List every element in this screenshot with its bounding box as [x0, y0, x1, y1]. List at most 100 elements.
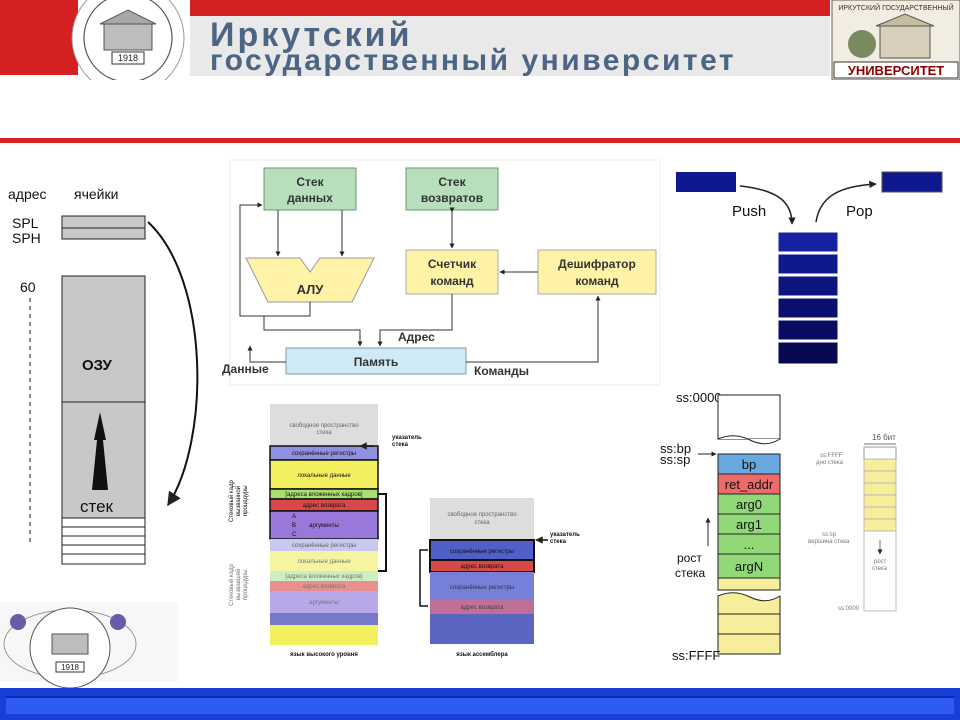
svg-text:[адреса вложенных кадров]: [адреса вложенных кадров] [285, 492, 362, 498]
svg-text:аргументы: аргументы [309, 523, 339, 529]
program-counter-box [405, 249, 499, 295]
address-60-label: 60 [20, 279, 36, 295]
commands-label: Команды [474, 364, 529, 378]
svg-text:ss:FFFF: ss:FFFF [820, 453, 843, 459]
stack-item [777, 231, 839, 253]
svg-text:argN: argN [735, 559, 763, 574]
svg-text:свободное пространство: свободное пространство [447, 512, 517, 518]
svg-text:Счетчик: Счетчик [428, 257, 477, 271]
header-red-rule [0, 138, 960, 143]
sp-curved-arrow [147, 221, 199, 507]
svg-text:сохранённые регистры: сохранённые регистры [292, 543, 356, 549]
sph-label: SPH [12, 230, 41, 246]
svg-text:рост: рост [874, 559, 887, 565]
svg-text:стека: стека [675, 566, 706, 580]
svg-text:C: C [292, 532, 297, 538]
args-hll [269, 510, 379, 540]
svg-text:адрес возврата: адрес возврата [460, 564, 504, 570]
svg-text:стека: стека [550, 539, 567, 545]
locals-hll [269, 459, 379, 490]
svg-text:16 бит: 16 бит [872, 433, 896, 442]
stack-item [777, 319, 839, 341]
svg-text:Стековый кадр: Стековый кадр [228, 480, 235, 522]
svg-text:адрес возврата: адрес возврата [302, 584, 346, 590]
stack-item [777, 297, 839, 319]
svg-text:...: ... [744, 537, 755, 552]
header-graphic: 1918 Иркутский государственный университ… [0, 0, 960, 95]
svg-text:Стек: Стек [296, 175, 324, 189]
stack-item [777, 341, 839, 365]
svg-text:локальные данные: локальные данные [297, 559, 351, 565]
svg-text:ss:FFFF: ss:FFFF [672, 648, 720, 663]
svg-text:процедуры: процедуры [243, 485, 249, 516]
ram-block [61, 275, 146, 403]
svg-text:сохранённые регистры: сохранённые регистры [292, 451, 356, 457]
cpu-architecture-diagram: Стек данных Стек возвратов АЛУ Счетчик к… [222, 159, 661, 386]
sph-cell [61, 227, 146, 240]
footer-inner-strip [6, 696, 954, 714]
svg-text:arg0: arg0 [736, 497, 762, 512]
push-label: Push [732, 203, 766, 220]
memory-box [285, 347, 467, 375]
svg-text:свободное пространство: свободное пространство [289, 423, 359, 429]
university-seal-icon: 1918 [71, 0, 185, 95]
pop-label: Pop [846, 203, 873, 220]
svg-text:вызванной: вызванной [235, 486, 242, 516]
svg-text:адрес возврата: адрес возврата [302, 503, 346, 509]
svg-text:Дешифратор: Дешифратор [558, 257, 636, 271]
alu-shape [245, 257, 375, 303]
header-title-line2: государственный университет [210, 44, 736, 77]
stack-item [777, 253, 839, 275]
header-title-line1: Иркутский [210, 16, 412, 54]
svg-text:аргументы: аргументы [309, 600, 339, 606]
svg-text:данных: данных [287, 191, 333, 205]
svg-text:Стековый кадр: Стековый кадр [228, 564, 235, 606]
svg-text:ss:0000: ss:0000 [838, 606, 860, 612]
spl-cell [61, 215, 146, 229]
free-space-hll [270, 404, 378, 446]
header-band: 1918 Иркутский государственный университ… [0, 0, 960, 95]
small-stack-diagram: 16 бит ss:FFFF дно стека ss:sp вершина с… [808, 433, 897, 612]
svg-text:arg1: arg1 [736, 517, 762, 532]
svg-text:команд: команд [575, 274, 619, 288]
svg-text:ss:bp: ss:bp [660, 441, 691, 456]
svg-text:процедуры: процедуры [243, 569, 249, 600]
header-red-left [0, 0, 78, 75]
svg-text:B: B [292, 523, 296, 529]
hll-caption: язык высокого уровня [290, 652, 358, 658]
spl-label: SPL [12, 215, 39, 231]
university-seal-bottom-icon: 1918 [0, 602, 178, 689]
svg-text:вершина стека: вершина стека [808, 539, 850, 545]
svg-text:сохранённые регистры: сохранённые регистры [450, 549, 514, 555]
svg-text:вызвавшей: вызвавшей [235, 569, 242, 600]
svg-text:A: A [292, 514, 296, 520]
stack-growth-arrow [92, 412, 108, 490]
svg-text:Стек: Стек [438, 175, 466, 189]
address-label: Адрес [398, 330, 435, 344]
stack-label: стек [80, 497, 114, 516]
svg-text:стека: стека [316, 430, 332, 436]
return-stack-box [405, 167, 499, 211]
asm-caption: язык ассемблера [456, 651, 508, 658]
push-item [676, 172, 736, 192]
data-stack-box [263, 167, 357, 211]
svg-text:1918: 1918 [118, 53, 138, 63]
svg-text:bp: bp [742, 457, 756, 472]
footer-bar [0, 688, 960, 720]
ss-segment-diagram: ss:0000 ss:bp ss:sp bp ret_addr arg0 arg… [660, 390, 781, 663]
svg-text:дно стека: дно стека [816, 460, 844, 466]
svg-text:рост: рост [677, 551, 702, 565]
svg-text:стека: стека [872, 566, 888, 572]
svg-text:ret_addr: ret_addr [725, 477, 774, 492]
data-label: Данные [222, 362, 269, 376]
svg-text:ss:0000: ss:0000 [676, 390, 722, 405]
svg-text:[адреса вложенных кадров]: [адреса вложенных кадров] [285, 574, 362, 580]
push-pop-diagram: Push Pop [676, 171, 943, 365]
svg-text:УНИВЕРСИТЕТ: УНИВЕРСИТЕТ [848, 63, 945, 78]
svg-text:команд: команд [430, 274, 474, 288]
svg-text:возвратов: возвратов [421, 191, 483, 205]
svg-text:1918: 1918 [61, 663, 79, 672]
header-title-panel [190, 16, 830, 76]
cells-column-label: ячейки [74, 186, 118, 202]
